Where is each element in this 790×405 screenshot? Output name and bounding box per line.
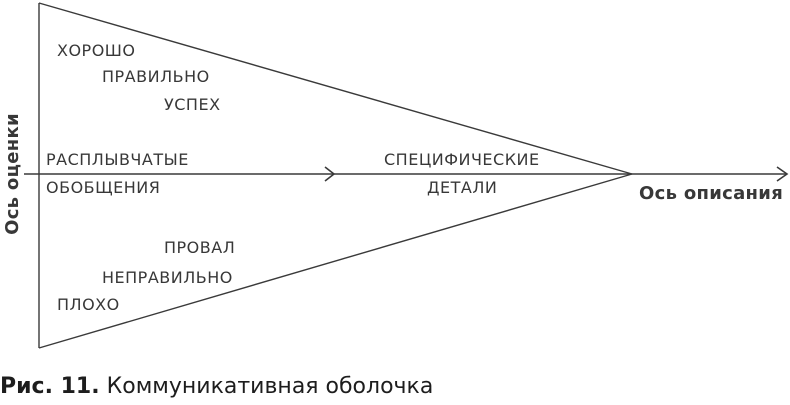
- funnel-top-edge: [38, 2, 633, 175]
- figure-caption: Рис. 11.Коммуникативная оболочка: [0, 374, 433, 400]
- funnel-bottom-edge: [38, 173, 633, 349]
- label-vague: РАСПЛЫВЧАТЫЕ: [46, 150, 189, 169]
- x-axis-arrowhead: [776, 166, 789, 182]
- label-good: ХОРОШО: [57, 41, 136, 60]
- label-specific: СПЕЦИФИЧЕСКИЕ: [384, 150, 540, 169]
- figure-caption-number: Рис. 11.: [0, 374, 100, 399]
- label-details: ДЕТАЛИ: [427, 178, 498, 197]
- x-axis-label: Ось описания: [639, 183, 784, 204]
- label-failure: ПРОВАЛ: [164, 238, 236, 257]
- label-correct: ПРАВИЛЬНО: [102, 67, 210, 86]
- label-bad: ПЛОХО: [57, 295, 120, 314]
- x-axis-mid-arrowhead: [324, 166, 336, 182]
- label-success: УСПЕХ: [164, 95, 221, 114]
- label-incorrect: НЕПРАВИЛЬНО: [102, 268, 233, 287]
- y-axis-label: Ось оценки: [2, 113, 23, 235]
- label-generalizations: ОБОБЩЕНИЯ: [46, 178, 161, 197]
- figure-caption-text: Коммуникативная оболочка: [106, 374, 434, 399]
